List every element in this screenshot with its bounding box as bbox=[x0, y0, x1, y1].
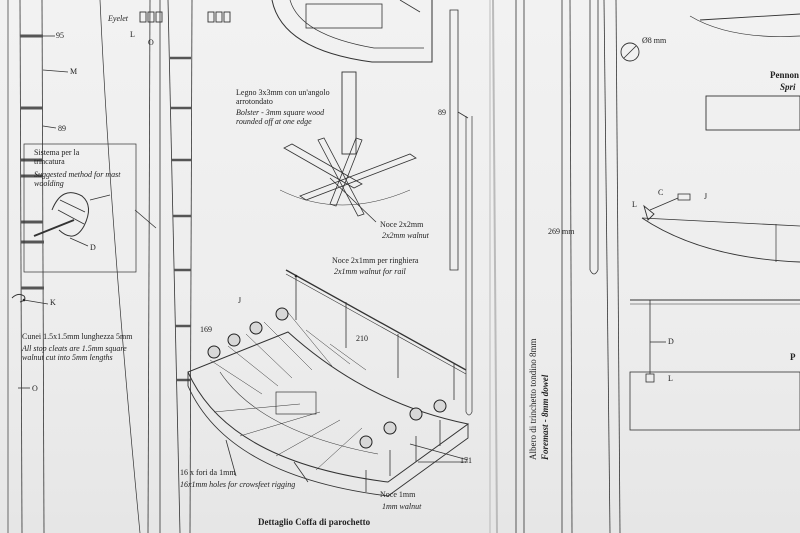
label-l-right: L bbox=[632, 200, 637, 209]
label-tacchetti-it: Cunei 1.5x1.5mm lunghezza 5mm bbox=[22, 332, 133, 341]
label-o-bottom: O bbox=[32, 384, 38, 393]
label-k: K bbox=[50, 298, 56, 307]
label-eyelet: Eyelet bbox=[108, 14, 128, 23]
crowsfeet-blocks bbox=[207, 307, 447, 449]
label-legno-en: Bolster - 3mm square wood rounded off at… bbox=[236, 108, 325, 127]
label-171: 171 bbox=[460, 456, 472, 465]
left-mast-bands bbox=[20, 34, 44, 290]
label-d-left: D bbox=[90, 243, 96, 252]
label-sistema-en: Suggested method for mast woolding bbox=[34, 170, 121, 189]
label-noce-2x2-en: 2x2mm walnut bbox=[382, 231, 429, 240]
top-blocks bbox=[139, 11, 231, 23]
label-l-right2: L bbox=[668, 374, 673, 383]
label-sistema-it: Sistema per la trincatura bbox=[34, 148, 80, 167]
label-noce-rail-en: 2x1mm walnut for rail bbox=[334, 267, 406, 276]
label-o-top: O bbox=[148, 38, 154, 47]
label-l-top: L bbox=[130, 30, 135, 39]
label-legno-it: Legno 3x3mm con un'angolo arrotondato bbox=[236, 88, 330, 107]
label-noce-rail-it: Noce 2x1mm per ringhiera bbox=[332, 256, 419, 265]
label-89-left: 89 bbox=[58, 124, 66, 133]
ladder-rungs bbox=[170, 56, 191, 382]
label-fori-it: 16 x fori da 1mm bbox=[180, 468, 236, 477]
label-210: 210 bbox=[356, 334, 368, 343]
label-j-right: J bbox=[704, 192, 708, 201]
label-d-right: D bbox=[668, 337, 674, 346]
label-noce-2x2-it: Noce 2x2mm bbox=[380, 220, 424, 229]
label-noce-1-it: Noce 1mm bbox=[380, 490, 416, 499]
label-95: 95 bbox=[56, 31, 64, 40]
drawing-title: Dettaglio Coffa di parochetto bbox=[258, 517, 371, 527]
label-tacchetti-en: All stop cleats are 1.5mm square walnut … bbox=[22, 344, 127, 363]
label-j-mid: J bbox=[238, 296, 242, 305]
label-p-edge: P bbox=[790, 352, 796, 362]
label-m: M bbox=[70, 67, 78, 76]
label-noce-1-en: 1mm walnut bbox=[382, 502, 422, 511]
label-169: 169 bbox=[200, 325, 212, 334]
label-albero-en: Foremast - 8mm dowel bbox=[540, 374, 550, 460]
label-diam8: Ø8 mm bbox=[642, 36, 667, 45]
label-89-mid: 89 bbox=[438, 108, 446, 117]
label-fori-en: 16x1mm holes for crowsfeet rigging bbox=[180, 480, 296, 489]
label-albero-it: Albero di trinchetto tondino 8mm bbox=[528, 338, 538, 460]
label-269: 269 mm bbox=[548, 227, 575, 236]
label-pennon: Pennon bbox=[770, 70, 800, 80]
label-c: C bbox=[658, 188, 664, 197]
label-spri: Spri bbox=[780, 82, 796, 92]
